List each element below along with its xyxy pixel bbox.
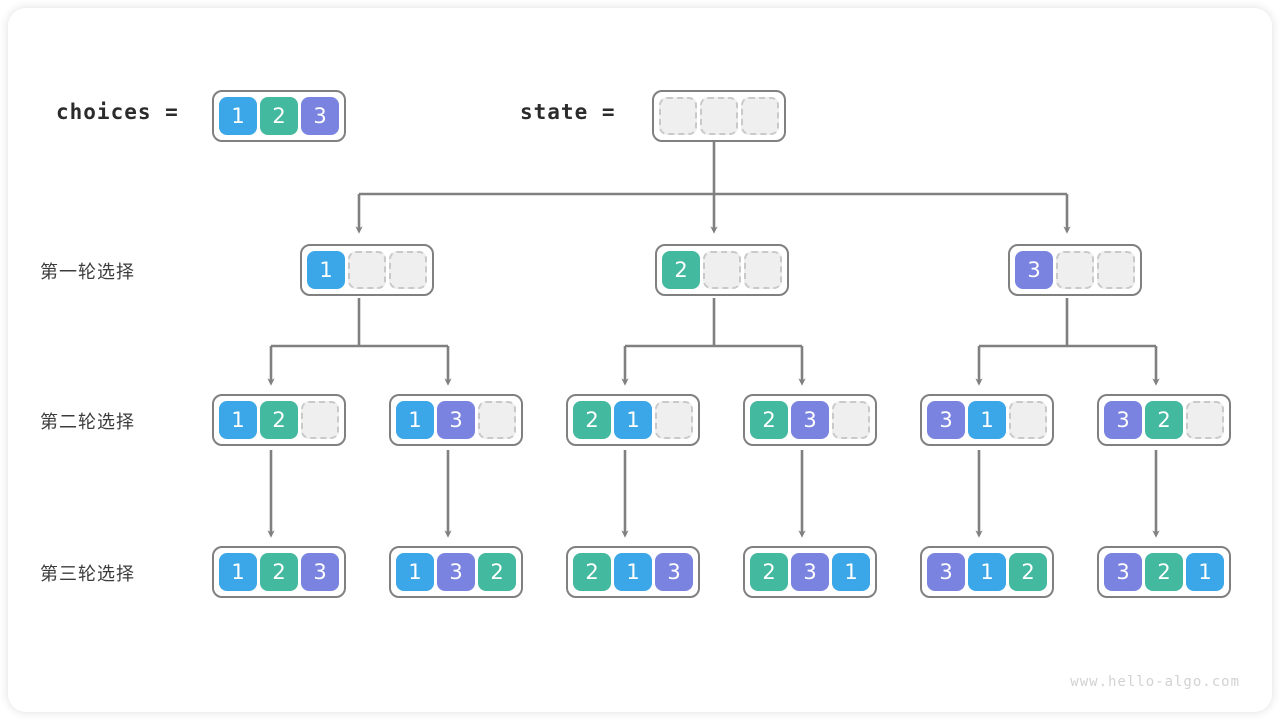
state-array (652, 90, 786, 142)
round1-node-2-cell-2: 2 (662, 251, 700, 289)
round3-node-3-cell-3: 3 (655, 553, 693, 591)
round2-node-2-cell-1: 1 (396, 401, 434, 439)
round2-node-6-cell-2: 2 (1145, 401, 1183, 439)
round3-node-1-cell-1: 1 (219, 553, 257, 591)
state-empty-cell (700, 97, 738, 135)
round1-node-3-cell-3: 3 (1015, 251, 1053, 289)
round1-node-2-empty-cell (703, 251, 741, 289)
state-empty-cell (659, 97, 697, 135)
round2-node-4-cell-2: 2 (750, 401, 788, 439)
round2-node-3-cell-1: 1 (614, 401, 652, 439)
round1-node-1: 1 (300, 244, 434, 296)
round3-node-6-cell-3: 3 (1104, 553, 1142, 591)
round1-node-1-cell-1: 1 (307, 251, 345, 289)
round2-node-3-empty-cell (655, 401, 693, 439)
round1-node-1-empty-cell (348, 251, 386, 289)
round1-node-2-empty-cell (744, 251, 782, 289)
round3-node-4-cell-3: 3 (791, 553, 829, 591)
round3-node-2-cell-3: 3 (437, 553, 475, 591)
round2-node-1-empty-cell (301, 401, 339, 439)
round2-node-4-empty-cell (832, 401, 870, 439)
round3-node-3-cell-1: 1 (614, 553, 652, 591)
round2-node-6-empty-cell (1186, 401, 1224, 439)
round1-node-3-empty-cell (1097, 251, 1135, 289)
round1-node-2: 2 (655, 244, 789, 296)
watermark: www.hello-algo.com (1070, 674, 1240, 690)
choices-cell-1: 1 (219, 97, 257, 135)
round3-node-1-cell-3: 3 (301, 553, 339, 591)
round3-node-2-cell-1: 1 (396, 553, 434, 591)
choices-label: choices = (56, 100, 179, 124)
connector-edges (267, 140, 1160, 538)
round2-node-6-cell-3: 3 (1104, 401, 1142, 439)
round2-node-2-cell-3: 3 (437, 401, 475, 439)
round1-node-3-empty-cell (1056, 251, 1094, 289)
round2-node-1-cell-2: 2 (260, 401, 298, 439)
round2-node-2-empty-cell (478, 401, 516, 439)
round3-node-4-cell-2: 2 (750, 553, 788, 591)
round3-node-4-cell-1: 1 (832, 553, 870, 591)
round2-node-1-cell-1: 1 (219, 401, 257, 439)
round3-node-5-cell-3: 3 (927, 553, 965, 591)
choices-cell-3: 3 (301, 97, 339, 135)
row-label-round3: 第三轮选择 (40, 564, 135, 585)
round3-node-6-cell-1: 1 (1186, 553, 1224, 591)
round3-node-1-cell-2: 2 (260, 553, 298, 591)
row-label-round2: 第二轮选择 (40, 412, 135, 433)
choices-cell-2: 2 (260, 97, 298, 135)
round2-node-5-cell-1: 1 (968, 401, 1006, 439)
round3-node-3-cell-2: 2 (573, 553, 611, 591)
round1-node-1-empty-cell (389, 251, 427, 289)
round3-node-5-cell-2: 2 (1009, 553, 1047, 591)
round3-node-5-cell-1: 1 (968, 553, 1006, 591)
round2-node-5-empty-cell (1009, 401, 1047, 439)
round3-node-6-cell-2: 2 (1145, 553, 1183, 591)
round3-node-2-cell-2: 2 (478, 553, 516, 591)
row-label-round1: 第一轮选择 (40, 262, 135, 283)
round1-node-3: 3 (1008, 244, 1142, 296)
state-label: state = (520, 100, 616, 124)
round2-node-3-cell-2: 2 (573, 401, 611, 439)
round2-node-4-cell-3: 3 (791, 401, 829, 439)
round2-node-5-cell-3: 3 (927, 401, 965, 439)
state-empty-cell (741, 97, 779, 135)
